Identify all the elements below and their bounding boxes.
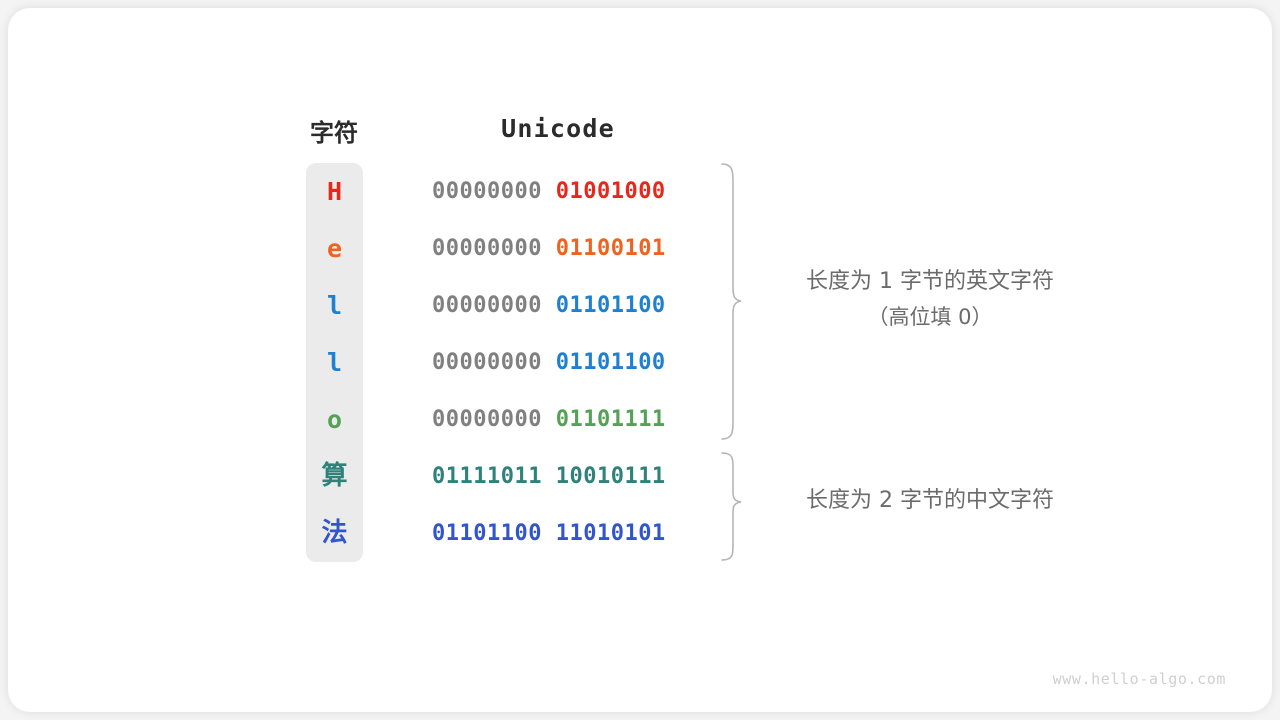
watermark: www.hello-algo.com <box>1052 670 1226 688</box>
row-unicode-bits: 01111011 10010111 <box>432 448 684 505</box>
row-character: 法 <box>321 518 348 548</box>
row-high-byte: 00000000 <box>432 293 542 318</box>
annotation-two-byte-line1: 长度为 2 字节的中文字符 <box>806 488 1054 513</box>
row-low-byte: 10010111 <box>555 464 666 489</box>
annotation-two-byte: 长度为 2 字节的中文字符 <box>756 483 1104 519</box>
row-character: l <box>326 291 343 320</box>
column-header-unicode: Unicode <box>501 114 615 143</box>
column-header-character: 字符 <box>310 119 358 147</box>
row-high-byte: 01111011 <box>432 464 542 489</box>
character-column-capsule <box>306 163 363 562</box>
annotation-one-byte: 长度为 1 字节的英文字符 （高位填 0） <box>756 264 1104 334</box>
row-character: e <box>326 234 343 263</box>
diagram-card <box>8 8 1272 712</box>
annotation-one-byte-line1: 长度为 1 字节的英文字符 <box>806 269 1054 294</box>
row-high-byte: 01101100 <box>432 521 542 546</box>
annotation-one-byte-line2: （高位填 0） <box>867 305 993 329</box>
row-unicode-bits: 01101100 11010101 <box>432 505 684 562</box>
row-high-byte: 00000000 <box>432 350 542 375</box>
row-unicode-bits: 00000000 01101111 <box>432 391 684 448</box>
row-unicode-bits: 00000000 01100101 <box>432 220 684 277</box>
row-character: H <box>326 177 343 206</box>
row-low-byte: 01100101 <box>555 236 666 261</box>
row-character: o <box>326 405 343 434</box>
row-unicode-bits: 00000000 01001000 <box>432 163 684 220</box>
row-character: 算 <box>321 461 348 491</box>
row-high-byte: 00000000 <box>432 407 542 432</box>
row-unicode-bits: 00000000 01101100 <box>432 334 684 391</box>
row-low-byte: 01101111 <box>555 407 666 432</box>
row-low-byte: 01101100 <box>555 350 666 375</box>
row-low-byte: 01101100 <box>555 293 666 318</box>
row-low-byte: 11010101 <box>555 521 666 546</box>
row-high-byte: 00000000 <box>432 179 542 204</box>
row-low-byte: 01001000 <box>555 179 666 204</box>
row-unicode-bits: 00000000 01101100 <box>432 277 684 334</box>
row-high-byte: 00000000 <box>432 236 542 261</box>
row-character: l <box>326 348 343 377</box>
